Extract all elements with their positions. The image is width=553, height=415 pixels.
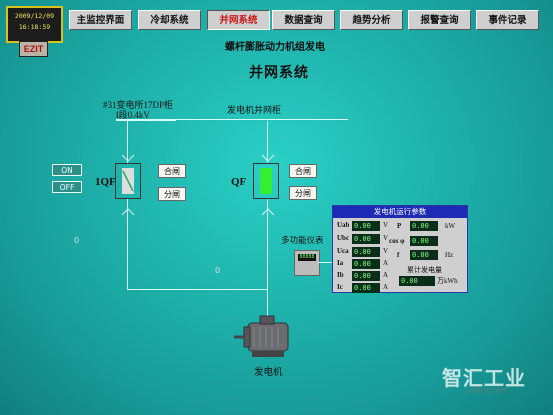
generator-params-panel: 发电机运行参数 Uab 0.00 V Ubc 0.00 V Uca 0.00 V… — [332, 205, 468, 293]
param-unit: A — [383, 283, 389, 291]
param-value: 0.00 — [352, 247, 380, 257]
meter-link — [318, 262, 332, 263]
watermark-url: iiiiiot.net — [468, 386, 508, 396]
on-button[interactable]: ON — [52, 164, 82, 176]
nav-data-query[interactable]: 数据查询 — [272, 10, 335, 30]
freq-value: 0.00 — [410, 250, 438, 260]
nav-cooling-system[interactable]: 冷却系统 — [138, 10, 201, 30]
feeder-2-upper — [267, 121, 268, 163]
chevron-down-icon — [261, 154, 275, 162]
power-name: P — [397, 222, 402, 230]
energy-unit: 万kWh — [437, 277, 458, 285]
power-value: 0.00 — [410, 221, 438, 231]
chevron-up-icon — [121, 208, 135, 216]
clock-date: 2009/12/09 — [14, 12, 55, 20]
energy-label: 累计发电量 — [407, 266, 442, 274]
cabinet-bus-line — [176, 119, 348, 120]
chevron-down-icon — [121, 154, 135, 162]
param-value: 0.00 — [352, 283, 380, 293]
param-unit: V — [383, 221, 389, 229]
breaker-1[interactable] — [115, 163, 141, 199]
breaker-1-close-button[interactable]: 合闸 — [158, 164, 186, 178]
param-unit: A — [383, 259, 389, 267]
breaker-2-close-button[interactable]: 合闸 — [289, 164, 317, 178]
param-value: 0.00 — [352, 234, 380, 244]
clock-display: 2009/12/09 16:18:59 — [6, 6, 63, 43]
generator-label: 发电机 — [254, 368, 283, 378]
param-unit: V — [383, 234, 389, 242]
param-name: Ib — [337, 271, 344, 279]
feeder-2-lower — [267, 199, 268, 317]
bus-line — [116, 119, 176, 121]
param-name: Ia — [337, 259, 344, 267]
readout-a: 0 — [74, 236, 80, 245]
param-value: 0.00 — [352, 271, 380, 281]
nav-event-log[interactable]: 事件记录 — [476, 10, 539, 30]
param-name: Ubc — [337, 234, 350, 242]
breaker-2-state — [260, 168, 272, 194]
cabinet-label: 发电机并网柜 — [227, 105, 282, 115]
param-value: 0.00 — [352, 221, 380, 231]
brand-logo: EZIT — [19, 41, 48, 57]
breaker-1-label: 1QF — [95, 176, 116, 188]
chevron-up-icon — [261, 208, 275, 216]
feeder-1-lower — [127, 199, 128, 289]
watermark-logo: 智汇工业 — [442, 366, 526, 390]
meter-screen: 88888 — [298, 254, 316, 261]
freq-unit: Hz — [445, 251, 454, 259]
readout-b: 0 — [215, 266, 221, 275]
energy-value: 0.00 — [399, 276, 435, 286]
param-value: 0.00 — [352, 259, 380, 269]
cos-value: 0.00 — [410, 236, 438, 246]
breaker-2[interactable] — [253, 163, 279, 199]
param-unit: V — [383, 247, 389, 255]
param-name: Ic — [337, 283, 343, 291]
power-unit: kW — [445, 222, 456, 230]
meter-label: 多功能仪表 — [281, 235, 324, 245]
breaker-1-open-button[interactable]: 分闸 — [158, 187, 186, 201]
nav-trend-analysis[interactable]: 趋势分析 — [340, 10, 403, 30]
page-title: 并网系统 — [249, 65, 309, 81]
page-subtitle: 螺杆膨胀动力机组发电 — [225, 42, 325, 53]
param-name: Uab — [337, 221, 350, 229]
multifunction-meter[interactable]: 88888 — [294, 250, 320, 276]
feeder-1-upper — [127, 121, 128, 163]
breaker-2-open-button[interactable]: 分闸 — [289, 186, 317, 200]
feeder-1-link — [127, 289, 268, 290]
bus-voltage-label: Ⅰ段0.4kV — [116, 110, 150, 120]
breaker-1-blade-icon — [122, 170, 134, 192]
substation-label: #31变电所17DP柜 — [103, 100, 174, 110]
freq-name: f — [397, 251, 400, 259]
param-name: Uca — [337, 247, 349, 255]
nav-main-monitor[interactable]: 主监控界面 — [69, 10, 132, 30]
clock-time: 16:18:59 — [18, 23, 51, 31]
generator-icon — [234, 315, 289, 357]
off-button[interactable]: OFF — [52, 181, 82, 193]
nav-grid-system[interactable]: 并网系统 — [207, 10, 270, 30]
cos-name: cos φ — [389, 237, 405, 245]
breaker-2-label: QF — [231, 176, 247, 188]
params-title: 发电机运行参数 — [333, 206, 467, 218]
nav-alarm-query[interactable]: 报警查询 — [408, 10, 471, 30]
param-unit: A — [383, 271, 389, 279]
